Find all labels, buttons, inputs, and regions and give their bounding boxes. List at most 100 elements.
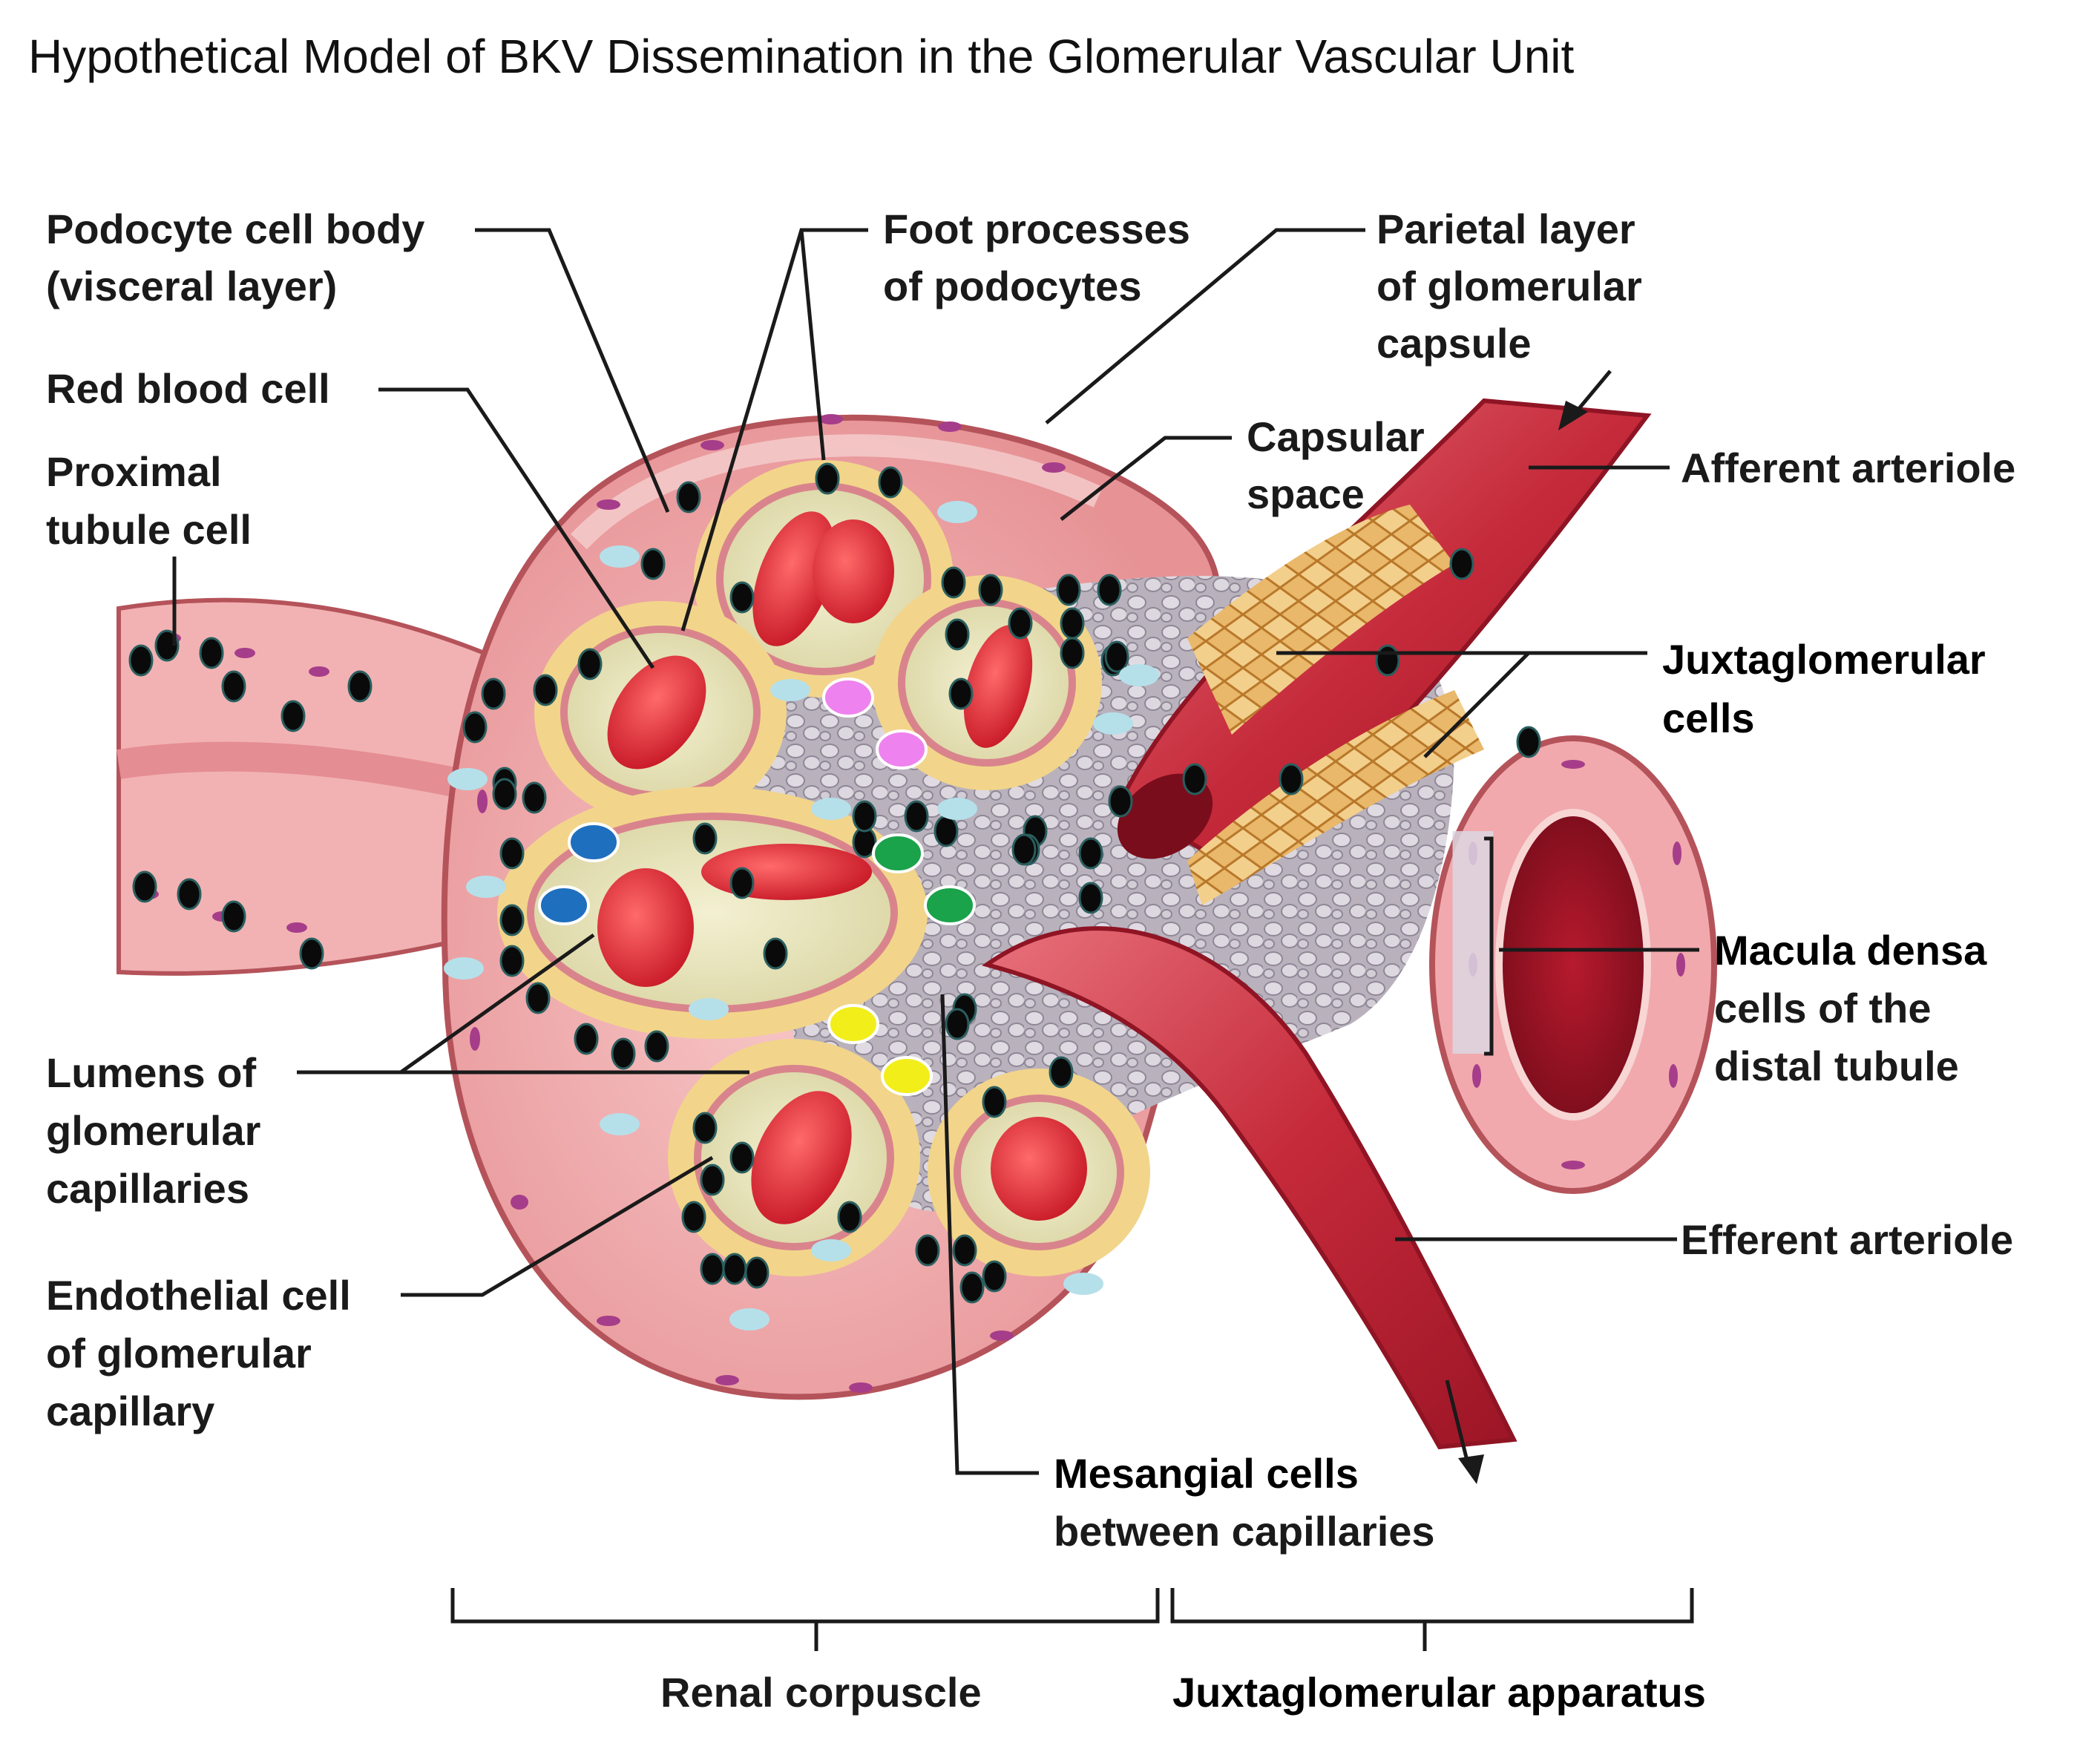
bkv-virion-dot — [1108, 785, 1133, 818]
label-foot-processes: Foot processes of podocytes — [883, 206, 1201, 309]
label-macula-densa: Macula densa cells of the distal tubule — [1714, 927, 1989, 1089]
bkv-virion-dot — [221, 670, 246, 703]
bkv-virion-dot — [499, 837, 525, 870]
marker-light-blue — [466, 876, 506, 898]
bkv-virion-dot — [644, 1030, 669, 1063]
bkv-virion-dot — [700, 1253, 725, 1285]
label-juxtaglomerular-apparatus: Juxtaglomerular apparatus — [1172, 1669, 1706, 1716]
bkv-virion-dot — [1104, 640, 1129, 673]
bkv-virion-dot — [945, 618, 970, 651]
label-proximal-tubule-cell: Proximal tubule cell — [46, 448, 252, 553]
bracket-jg-apparatus — [1170, 1588, 1694, 1624]
bkv-virion-dot — [1279, 763, 1304, 795]
label-podocyte-cell-body: Podocyte cell body (visceral layer) — [46, 206, 436, 309]
arrow-head-efferent — [1458, 1454, 1484, 1484]
label-capsular-space: Capsular space — [1247, 413, 1436, 517]
marker-light-blue — [937, 501, 977, 523]
marker-light-blue — [444, 957, 484, 980]
bkv-virion-dot — [533, 674, 558, 706]
bkv-virion-dot — [499, 945, 525, 977]
bkv-virion-dot — [128, 644, 154, 677]
bkv-virion-dot — [640, 548, 666, 580]
bkv-virion-dot — [945, 1008, 970, 1040]
bkv-virion-dot — [692, 1112, 718, 1144]
bkv-virion-dot — [982, 1260, 1007, 1293]
labels: Podocyte cell body (visceral layer) Red … — [46, 206, 2015, 1716]
label-lumens-of-capillaries: Lumens of glomerular capillaries — [46, 1049, 272, 1212]
bkv-virion-dot — [299, 937, 324, 970]
leader-capsular-space — [1060, 436, 1232, 521]
leader-rbc — [378, 387, 655, 669]
marker-light-blue — [689, 998, 729, 1020]
marker-light-blue — [600, 545, 640, 568]
bkv-virion-dot — [522, 781, 547, 814]
bkv-virion-dot — [481, 677, 506, 710]
marker-light-blue — [770, 679, 810, 701]
bkv-virion-dot — [915, 1234, 940, 1267]
bkv-virion-dot — [462, 711, 488, 744]
bracket-renal-corpuscle — [450, 1588, 1160, 1624]
bkv-virion-dot — [611, 1037, 636, 1070]
bkv-virion-dot — [177, 878, 202, 911]
bkv-virion-dot — [815, 462, 840, 495]
bkv-virion-dot — [1060, 607, 1085, 640]
bkv-virion-dot — [948, 677, 974, 710]
leader-lines — [172, 228, 1699, 1651]
marker-light-blue — [811, 798, 851, 820]
marker-light-blue — [811, 1239, 851, 1261]
label-mesangial-cells: Mesangial cells between capillaries — [1054, 1450, 1435, 1555]
marker-green — [872, 833, 924, 873]
bkv-virion-dot — [729, 867, 755, 899]
bkv-virion-dot — [852, 800, 877, 833]
bkv-virion-dot — [1060, 637, 1085, 669]
bkv-virion-dot — [681, 1201, 706, 1233]
bkv-virion-markers — [128, 462, 1541, 1304]
bkv-virion-dot — [1182, 763, 1207, 795]
colored-markers — [444, 501, 1159, 1331]
bkv-virion-dot — [978, 574, 1003, 606]
leader-podocyte — [475, 228, 670, 513]
bkv-virion-dot — [878, 466, 903, 499]
bkv-virion-dot — [525, 982, 551, 1014]
bkv-virion-dot — [744, 1256, 770, 1289]
bkv-virion-dot — [676, 481, 701, 514]
marker-pink — [822, 677, 874, 718]
arrow-head-afferent — [1558, 401, 1588, 430]
marker-light-blue — [1119, 664, 1159, 686]
bkv-virion-dot — [700, 1164, 725, 1196]
bkv-virion-dot — [1011, 833, 1037, 866]
juxtaglomerular-cell-band — [1187, 505, 1454, 735]
marker-light-blue — [447, 768, 488, 790]
label-red-blood-cell: Red blood cell — [46, 365, 330, 412]
bkv-virion-dot — [941, 566, 966, 599]
bkv-virion-dot — [729, 1141, 755, 1174]
label-renal-corpuscle: Renal corpuscle — [660, 1669, 982, 1716]
bkv-virion-dot — [1008, 607, 1033, 640]
bkv-virion-dot — [904, 800, 929, 833]
bkv-virion-dot — [1097, 574, 1122, 606]
bkv-virion-dot — [1449, 548, 1474, 580]
leader-mesangial — [940, 994, 1039, 1475]
bkv-virion-dot — [722, 1253, 747, 1285]
bkv-virion-dot — [577, 648, 603, 680]
macula-bracket — [1484, 836, 1494, 1056]
bkv-virion-dot — [837, 1201, 862, 1233]
marker-light-blue — [600, 1113, 640, 1135]
efferent-arteriole — [982, 926, 1517, 1450]
marker-yellow — [827, 1004, 879, 1044]
label-efferent-arteriole: Efferent arteriole — [1681, 1216, 2013, 1263]
marker-blue — [538, 885, 590, 925]
distal-tubule — [1429, 735, 1717, 1194]
marker-light-blue — [1063, 1273, 1103, 1295]
bkv-virion-dot — [952, 1234, 977, 1267]
leader-foot-processes-b — [799, 229, 826, 461]
bkv-virion-dot — [221, 900, 246, 933]
bkv-virion-dot — [574, 1023, 599, 1055]
bkv-virion-dot — [959, 1271, 985, 1304]
bkv-virion-dot — [982, 1086, 1007, 1118]
marker-light-blue — [1093, 712, 1133, 735]
bkv-virion-dot — [492, 778, 517, 810]
bkv-virion-dot — [692, 822, 718, 855]
marker-pink — [876, 729, 928, 770]
